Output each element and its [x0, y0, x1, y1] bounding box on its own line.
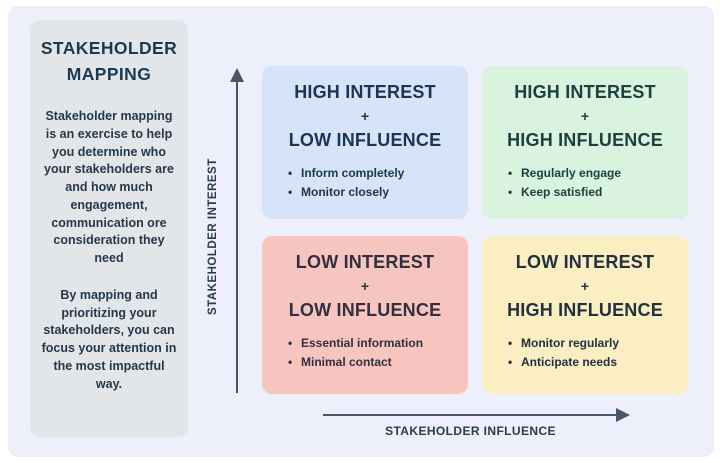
page-title: STAKEHOLDER MAPPING: [40, 38, 178, 84]
quadrant-bullet-list: Inform completely Monitor closely: [262, 164, 468, 201]
quadrant-low-interest-high-influence: LOW INTEREST + HIGH INFLUENCE Monitor re…: [482, 236, 688, 394]
intro-paragraph-2: By mapping and prioritizing your stakeho…: [41, 287, 177, 391]
y-axis-label: STAKEHOLDER INTEREST: [207, 158, 219, 315]
quadrant-bullet-list: Essential information Minimal contact: [262, 334, 468, 371]
quadrant-bullet-list: Monitor regularly Anticipate needs: [482, 334, 688, 371]
bullet-item: Monitor closely: [288, 183, 468, 202]
arrow-right-icon: [616, 408, 630, 422]
intro-paragraph-1: Stakeholder mapping is an exercise to he…: [44, 109, 174, 265]
quadrant-heading: HIGH INTEREST + LOW INFLUENCE: [262, 81, 468, 151]
bullet-item: Essential information: [288, 334, 468, 353]
bullet-item: Inform completely: [288, 164, 468, 183]
quadrant-heading: LOW INTEREST + HIGH INFLUENCE: [482, 251, 688, 321]
quadrant-heading-line2: LOW INFLUENCE: [288, 130, 442, 150]
quadrant-high-interest-high-influence: HIGH INTEREST + HIGH INFLUENCE Regularly…: [482, 66, 688, 219]
quadrant-heading: LOW INTEREST + LOW INFLUENCE: [262, 251, 468, 321]
quadrant-low-interest-low-influence: LOW INTEREST + LOW INFLUENCE Essential i…: [262, 236, 468, 394]
bullet-item: Regularly engage: [508, 164, 688, 183]
bullet-item: Monitor regularly: [508, 334, 688, 353]
quadrant-heading-line2: LOW INFLUENCE: [288, 300, 442, 320]
quadrant-heading-line1: HIGH INTEREST: [294, 82, 436, 102]
arrow-up-icon: [230, 68, 244, 82]
quadrant-high-interest-low-influence: HIGH INTEREST + LOW INFLUENCE Inform com…: [262, 66, 468, 219]
quadrant-heading-line2: HIGH INFLUENCE: [507, 130, 663, 150]
plus-sign: +: [580, 278, 590, 294]
quadrant-heading-line1: HIGH INTEREST: [514, 82, 656, 102]
quadrant-heading-line2: HIGH INFLUENCE: [507, 300, 663, 320]
plus-sign: +: [580, 108, 590, 124]
y-axis-line: [236, 80, 238, 393]
x-axis-line: [323, 414, 618, 416]
quadrant-bullet-list: Regularly engage Keep satisfied: [482, 164, 688, 201]
plus-sign: +: [360, 108, 370, 124]
quadrant-heading-line1: LOW INTEREST: [515, 252, 655, 272]
intro-card: STAKEHOLDER MAPPING Stakeholder mapping …: [30, 20, 188, 437]
quadrant-heading: HIGH INTEREST + HIGH INFLUENCE: [482, 81, 688, 151]
bullet-item: Keep satisfied: [508, 183, 688, 202]
bullet-item: Anticipate needs: [508, 353, 688, 372]
x-axis-label: STAKEHOLDER INFLUENCE: [385, 424, 556, 438]
quadrant-heading-line1: LOW INTEREST: [295, 252, 435, 272]
plus-sign: +: [360, 278, 370, 294]
bullet-item: Minimal contact: [288, 353, 468, 372]
